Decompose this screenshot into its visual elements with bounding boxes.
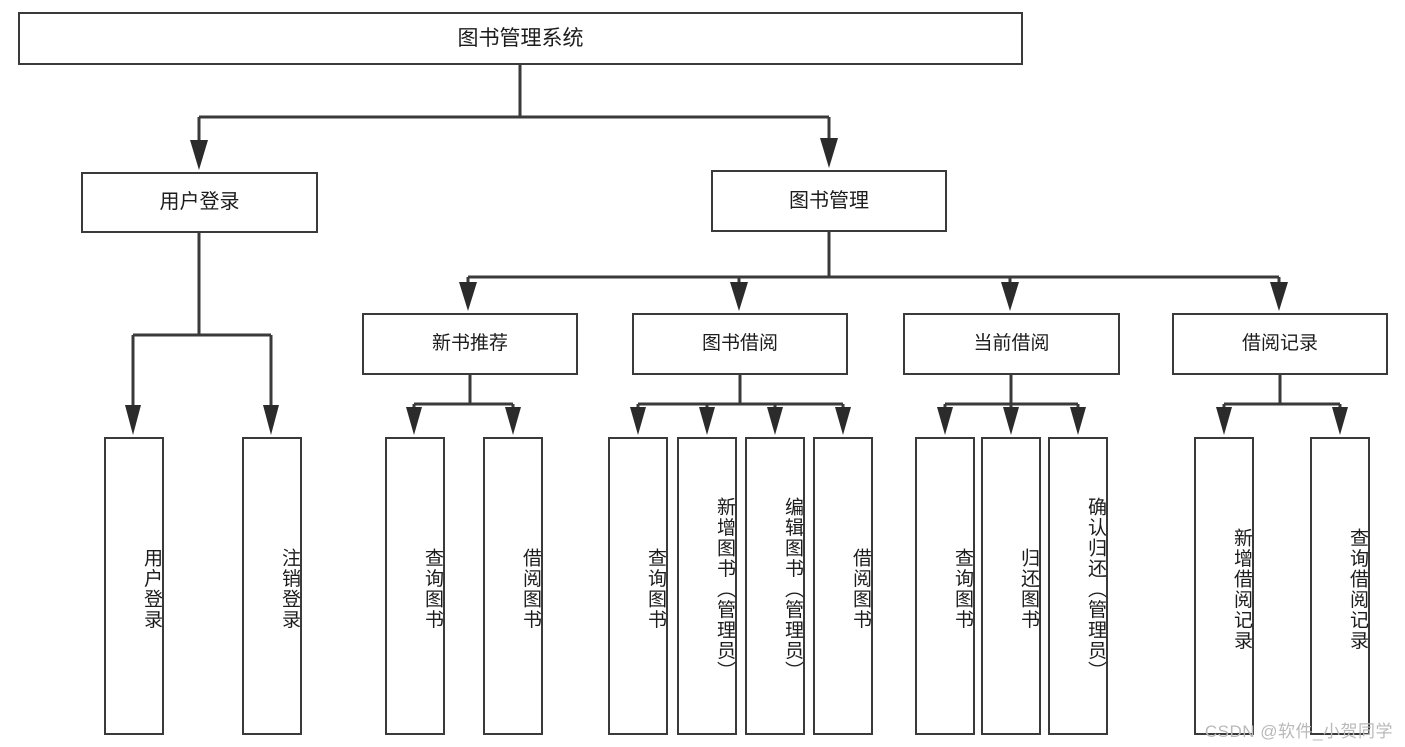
node-book-manage-label: 图书管理 xyxy=(789,189,869,212)
node-leaf-borrow-book[interactable]: 借阅图书 xyxy=(813,437,873,735)
node-leaf-confirm-return-admin[interactable]: 确认归还（管理员） xyxy=(1048,437,1108,735)
node-root[interactable]: 图书管理系统 xyxy=(18,12,1023,65)
node-borrow-record-label: 借阅记录 xyxy=(1241,333,1318,355)
arrowhead-leaf-query-book-cur xyxy=(937,407,953,435)
arrowhead-leaf-add-borrow-record xyxy=(1216,407,1232,435)
arrowhead-book-borrow xyxy=(730,282,748,311)
node-leaf-return-book[interactable]: 归还图书 xyxy=(981,437,1041,735)
node-leaf-edit-book-admin[interactable]: 编辑图书（管理员） xyxy=(745,437,805,735)
node-book-borrow-label: 图书借阅 xyxy=(701,333,778,355)
node-leaf-query-borrow-record-label: 查询借阅记录 xyxy=(1347,527,1368,651)
arrowhead-leaf-edit-book-admin xyxy=(767,407,783,435)
node-leaf-query-book-rec[interactable]: 查询图书 xyxy=(385,437,445,735)
csdn-watermark: CSDN @软件_小贺同学 xyxy=(1204,722,1393,741)
node-leaf-query-book-borrow-label: 查询图书 xyxy=(645,548,666,630)
arrowhead-leaf-query-book-rec xyxy=(406,407,422,435)
arrowhead-new-book-recommend xyxy=(459,282,477,311)
arrowhead-book-manage xyxy=(820,138,838,168)
node-leaf-logout-login-label: 注销登录 xyxy=(279,548,300,630)
node-leaf-user-login[interactable]: 用户登录 xyxy=(104,437,164,735)
node-user-login[interactable]: 用户登录 xyxy=(81,172,318,233)
node-leaf-borrow-book-label: 借阅图书 xyxy=(850,548,871,630)
node-leaf-confirm-return-admin-label: 确认归还（管理员） xyxy=(1085,496,1106,682)
node-root-label: 图书管理系统 xyxy=(457,26,584,50)
node-leaf-return-book-label: 归还图书 xyxy=(1018,548,1039,630)
node-leaf-borrow-book-rec-label: 借阅图书 xyxy=(520,548,541,630)
arrowhead-leaf-confirm-return-admin xyxy=(1070,407,1086,435)
node-leaf-query-book-borrow[interactable]: 查询图书 xyxy=(608,437,668,735)
node-borrow-record[interactable]: 借阅记录 xyxy=(1172,313,1388,375)
arrowhead-leaf-query-book-borrow xyxy=(630,407,646,435)
node-leaf-add-book-admin-label: 新增图书（管理员） xyxy=(714,496,735,682)
arrowhead-user-login xyxy=(190,140,208,170)
node-book-manage[interactable]: 图书管理 xyxy=(711,170,947,232)
arrowhead-leaf-borrow-book-rec xyxy=(505,407,521,435)
arrowhead-leaf-query-borrow-record xyxy=(1332,407,1348,435)
node-leaf-query-book-cur[interactable]: 查询图书 xyxy=(915,437,975,735)
node-leaf-add-borrow-record-label: 新增借阅记录 xyxy=(1231,527,1252,651)
node-leaf-borrow-book-rec[interactable]: 借阅图书 xyxy=(483,437,543,735)
arrowhead-leaf-borrow-book xyxy=(835,407,851,435)
node-current-borrow-label: 当前借阅 xyxy=(973,333,1050,355)
arrowhead-leaf-return-book xyxy=(1003,407,1019,435)
arrowhead-current-borrow xyxy=(1001,282,1019,311)
arrowhead-borrow-record xyxy=(1270,282,1288,311)
node-user-login-label: 用户登录 xyxy=(159,191,240,214)
arrowhead-leaf-add-book-admin xyxy=(699,407,715,435)
node-leaf-query-book-rec-label: 查询图书 xyxy=(422,548,443,630)
node-leaf-logout-login[interactable]: 注销登录 xyxy=(242,437,302,735)
node-leaf-query-borrow-record[interactable]: 查询借阅记录 xyxy=(1310,437,1370,735)
node-leaf-query-book-cur-label: 查询图书 xyxy=(952,548,973,630)
node-leaf-add-book-admin[interactable]: 新增图书（管理员） xyxy=(677,437,737,735)
node-new-book-recommend[interactable]: 新书推荐 xyxy=(362,313,578,375)
node-leaf-edit-book-admin-label: 编辑图书（管理员） xyxy=(782,496,803,682)
node-current-borrow[interactable]: 当前借阅 xyxy=(903,313,1120,375)
arrowhead-leaf-logout-login xyxy=(263,405,279,435)
node-book-borrow[interactable]: 图书借阅 xyxy=(632,313,848,375)
arrowhead-leaf-user-login xyxy=(125,405,141,435)
node-new-book-recommend-label: 新书推荐 xyxy=(431,333,508,355)
node-leaf-user-login-label: 用户登录 xyxy=(141,548,162,630)
node-leaf-add-borrow-record[interactable]: 新增借阅记录 xyxy=(1194,437,1254,735)
